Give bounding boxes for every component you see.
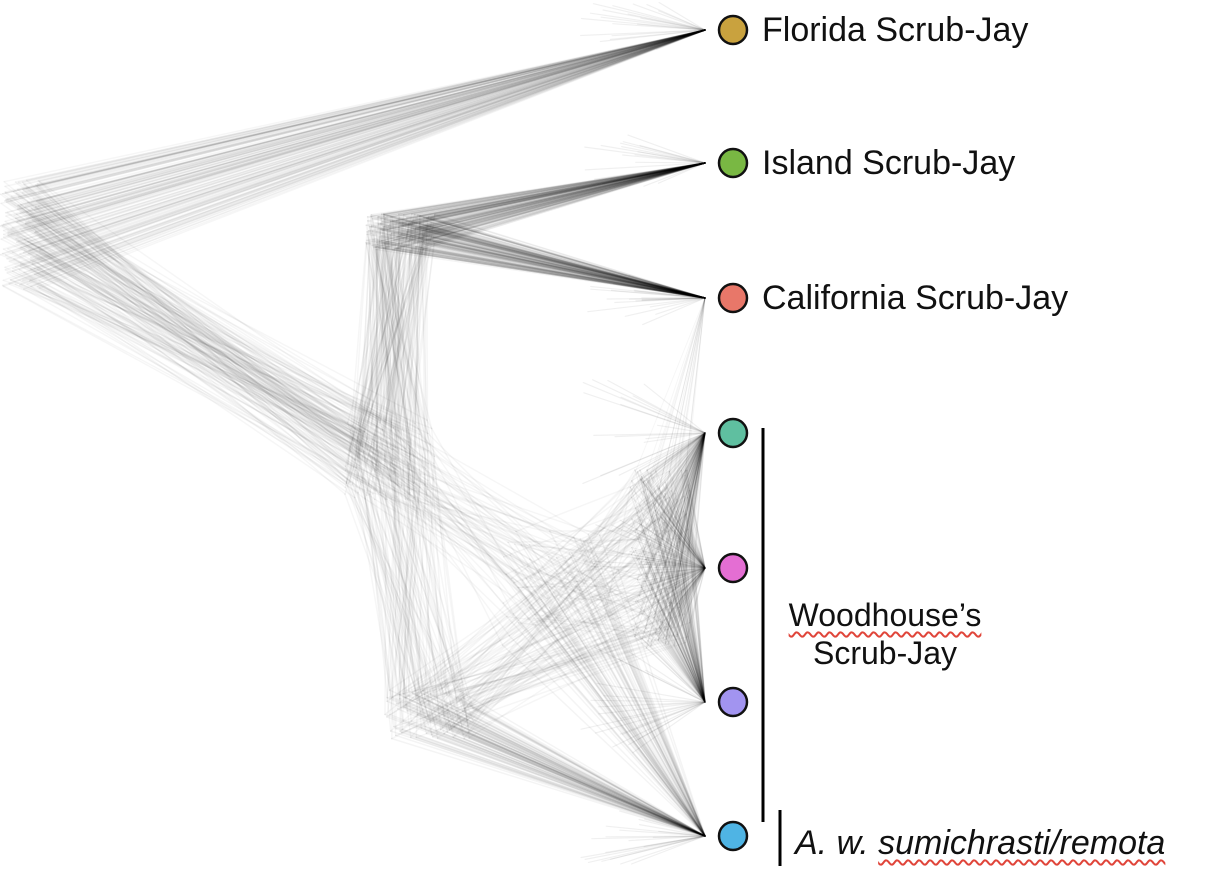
tip-marker-woodhouse-2	[717, 552, 749, 584]
subspecies-prefix: A. w.	[795, 824, 879, 862]
taxon-label-island: Island Scrub-Jay	[762, 144, 1016, 182]
tree-lines	[365, 1, 706, 865]
bracket-lines	[761, 428, 782, 866]
subspecies-name: sumichrasti/remota	[878, 824, 1166, 862]
group-label-line1: Woodhouse’s	[788, 597, 982, 633]
taxon-label-california: California Scrub-Jay	[762, 279, 1069, 317]
tip-marker-florida	[717, 14, 749, 46]
tip-marker-woodhouse-1	[717, 417, 749, 449]
group-label-line2: Scrub-Jay	[812, 635, 958, 672]
tip-marker-woodhouse-3	[717, 686, 749, 718]
tip-marker-island	[717, 147, 749, 179]
subspecies-label: A. w. sumichrasti/remota	[795, 826, 1165, 860]
tip-markers	[717, 14, 749, 852]
taxon-label-florida: Florida Scrub-Jay	[762, 11, 1029, 49]
tip-marker-california	[717, 282, 749, 314]
group-label-woodhouse: Woodhouse’s Scrub-Jay	[770, 596, 1000, 673]
tip-marker-sumichrasti	[717, 820, 749, 852]
